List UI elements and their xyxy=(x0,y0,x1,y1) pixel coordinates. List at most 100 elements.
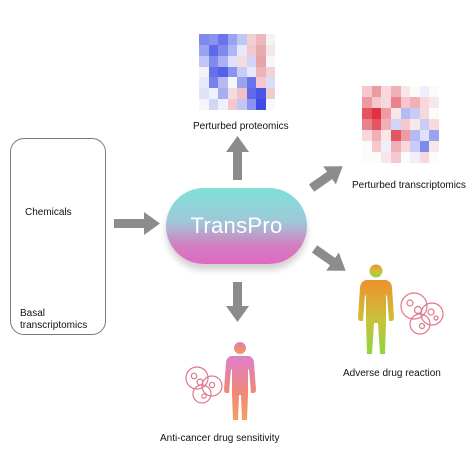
heatmap-cell xyxy=(246,66,256,78)
heatmap-cell xyxy=(237,44,247,56)
heatmap-cell xyxy=(256,77,266,89)
heatmap-cell xyxy=(390,108,401,119)
heatmap-cell xyxy=(390,141,401,152)
heatmap-cell xyxy=(246,55,256,67)
transcriptomics-label: Perturbed transcriptomics xyxy=(352,180,466,191)
heatmap-cell xyxy=(256,99,266,110)
heatmap-cell xyxy=(400,119,411,130)
transpro-title: TransPro xyxy=(190,213,283,238)
heatmap-cell xyxy=(381,141,391,152)
heatmap-cell xyxy=(227,99,237,110)
heatmap-cell xyxy=(362,97,372,108)
human-figure-anticancer-icon xyxy=(224,342,256,420)
heatmap-cell xyxy=(246,34,256,45)
heatmap-cell xyxy=(362,86,372,97)
heatmap-cell xyxy=(246,44,256,56)
heatmap-cell xyxy=(429,108,439,119)
transpro-model: TransPro xyxy=(166,188,307,264)
arrow-inputs-to-center xyxy=(114,212,160,235)
heatmap-cell xyxy=(381,119,391,130)
heatmap-cell xyxy=(410,86,420,97)
heatmap-cell xyxy=(371,97,382,108)
heatmap-cell xyxy=(410,97,420,108)
heatmap-cell xyxy=(199,44,209,56)
heatmap-cell xyxy=(390,97,401,108)
heatmap-cell xyxy=(362,130,372,141)
transcriptomics-heatmap xyxy=(362,86,439,163)
heatmap-cell xyxy=(410,152,420,163)
heatmap-cell xyxy=(208,99,218,110)
heatmap-cell xyxy=(371,108,382,119)
arrow-to-proteomics xyxy=(226,136,249,180)
heatmap-cell xyxy=(265,55,275,67)
heatmap-cell xyxy=(208,88,218,100)
heatmap-cell xyxy=(419,86,430,97)
heatmap-cell xyxy=(218,44,228,56)
heatmap-cell xyxy=(199,66,209,78)
heatmap-cell xyxy=(400,152,411,163)
heatmap-cell xyxy=(419,97,430,108)
heatmap-cell xyxy=(265,66,275,78)
heatmap-cell xyxy=(227,34,237,45)
heatmap-cell xyxy=(400,108,411,119)
proteomics-heatmap xyxy=(199,34,275,110)
heatmap-cell xyxy=(400,97,411,108)
heatmap-cell xyxy=(390,86,401,97)
heatmap-cell xyxy=(419,130,430,141)
heatmap-cell xyxy=(381,152,391,163)
heatmap-cell xyxy=(429,86,439,97)
heatmap-cell xyxy=(237,88,247,100)
cells-adverse-icon xyxy=(400,292,444,335)
heatmap-cell xyxy=(419,119,430,130)
heatmap-cell xyxy=(362,108,372,119)
cells-anticancer-icon xyxy=(185,366,223,404)
heatmap-cell xyxy=(371,152,382,163)
heatmap-cell xyxy=(256,88,266,100)
heatmap-cell xyxy=(237,99,247,110)
heatmap-cell xyxy=(227,44,237,56)
adverse-label: Adverse drug reaction xyxy=(343,368,441,379)
heatmap-cell xyxy=(218,66,228,78)
heatmap-cell xyxy=(265,34,275,45)
heatmap-cell xyxy=(410,130,420,141)
heatmap-cell xyxy=(218,34,228,45)
heatmap-cell xyxy=(371,141,382,152)
heatmap-cell xyxy=(218,55,228,67)
heatmap-cell xyxy=(371,86,382,97)
heatmap-cell xyxy=(381,97,391,108)
heatmap-cell xyxy=(390,119,401,130)
heatmap-cell xyxy=(400,130,411,141)
heatmap-cell xyxy=(237,66,247,78)
heatmap-cell xyxy=(400,141,411,152)
heatmap-cell xyxy=(199,88,209,100)
arrow-to-adverse xyxy=(311,245,346,271)
heatmap-cell xyxy=(265,44,275,56)
human-figure-adverse-icon xyxy=(358,264,394,354)
heatmap-cell xyxy=(256,34,266,45)
heatmap-cell xyxy=(246,88,256,100)
proteomics-label: Perturbed proteomics xyxy=(193,121,289,132)
heatmap-cell xyxy=(199,55,209,67)
heatmap-cell xyxy=(410,141,420,152)
heatmap-cell xyxy=(256,66,266,78)
heatmap-cell xyxy=(256,44,266,56)
heatmap-cell xyxy=(371,119,382,130)
heatmap-cell xyxy=(265,88,275,100)
heatmap-cell xyxy=(237,34,247,45)
heatmap-cell xyxy=(371,130,382,141)
anticancer-label: Anti-cancer drug sensitivity xyxy=(160,433,280,444)
heatmap-cell xyxy=(227,77,237,89)
heatmap-cell xyxy=(410,119,420,130)
chemicals-label: Chemicals xyxy=(25,207,72,218)
heatmap-cell xyxy=(227,55,237,67)
heatmap-cell xyxy=(390,152,401,163)
heatmap-cell xyxy=(199,99,209,110)
arrow-to-anticancer xyxy=(226,282,249,322)
heatmap-cell xyxy=(246,77,256,89)
heatmap-cell xyxy=(362,141,372,152)
heatmap-cell xyxy=(429,152,439,163)
heatmap-cell xyxy=(208,44,218,56)
heatmap-cell xyxy=(227,66,237,78)
arrow-to-transcriptomics xyxy=(308,166,343,192)
heatmap-cell xyxy=(256,55,266,67)
